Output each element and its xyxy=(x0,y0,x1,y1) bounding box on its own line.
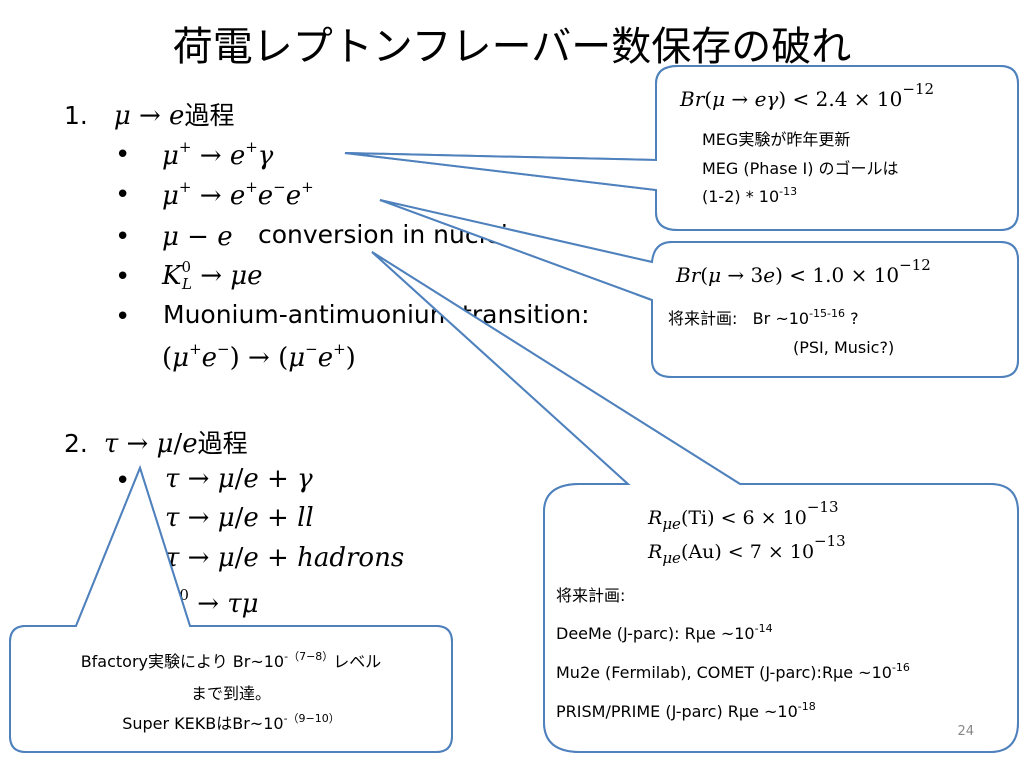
section2-number: 2. xyxy=(64,429,88,458)
section1-formula: μ → e xyxy=(113,101,185,131)
callout-top-line3: (1-2) * 10-13 xyxy=(702,185,798,206)
callout-top-line2: MEG (Phase I) のゴールは xyxy=(702,159,899,178)
bullet-dot: • xyxy=(115,466,131,496)
bullet-dot: • xyxy=(115,262,131,292)
callout-mid-plan: 将来計画: Br ~10-15-16 ? xyxy=(668,307,859,328)
callout-left-line1: Bfactory実験により Br~10-（7−8）レベル xyxy=(80,650,382,671)
bullet5-formula: (μ+e−) → (μ−e+) xyxy=(162,340,356,373)
section1-heading: 1. μ → e過程 xyxy=(64,96,234,132)
callout-right-plan-label: 将来計画: xyxy=(556,586,626,605)
callout-right-ti: Rμe(Ti) < 6 × 10−13 xyxy=(648,498,839,533)
tau-bullet1-formula: τ → μ/e + γ xyxy=(165,464,313,494)
tau-bullet3-formula: τ → μ/e + hadrons xyxy=(165,543,405,573)
callout-mid-limit: Br(μ → 3e) < 1.0 × 10−12 xyxy=(676,256,931,287)
bullet-dot: • xyxy=(115,302,131,332)
bullet4-formula: K0L → μe xyxy=(162,258,263,293)
bullet-dot: • xyxy=(115,140,131,170)
section1-process: 過程 xyxy=(184,101,235,130)
bullet-dot: • xyxy=(115,180,131,210)
bullet3-formula: μ − e xyxy=(162,222,233,252)
tau-bullet4-formula: τ0 → τμ xyxy=(165,586,259,619)
callout-right-line3: PRISM/PRIME (J-parc) Rμe ~10-18 xyxy=(556,700,816,721)
bullet-dot: • xyxy=(115,222,131,252)
callout-left-line3: Super KEKBはBr~10-（9−10） xyxy=(122,712,340,733)
tau-bullet3-suffix: hadrons xyxy=(297,543,405,573)
callout-right-au: Rμe(Au) < 7 × 10−13 xyxy=(648,532,846,567)
callout-top-line1: MEG実験が昨年更新 xyxy=(702,130,851,149)
callout-mid-plan-line2: (PSI, Music?) xyxy=(793,338,895,357)
callout-left-line2: まで到達。 xyxy=(190,684,271,703)
bullet1-formula: μ+ → e+γ xyxy=(162,138,274,171)
section2-process: 過程 xyxy=(197,429,248,458)
section2-heading: 2. τ → μ/e過程 xyxy=(64,424,248,460)
section2-formula: τ → μ/e xyxy=(103,429,198,459)
bullet-dot: • xyxy=(115,506,131,536)
bullet3-text: conversion in nuclei xyxy=(258,220,508,249)
callout-right-line1: DeeMe (J-parc): Rμe ~10-14 xyxy=(556,622,773,643)
bullet5-text: Muonium-antimuonium transition: xyxy=(163,300,590,329)
bullet2-formula: μ+ → e+e−e+ xyxy=(162,178,314,211)
slide-title: 荷電レプトンフレーバー数保存の破れ xyxy=(172,24,852,70)
page-number: 24 xyxy=(957,724,974,739)
callout-right-line2: Mu2e (Fermilab), COMET (J-parc):Rμe ~10-… xyxy=(556,661,910,682)
tau-bullet2-formula: τ → μ/e + ll xyxy=(165,503,314,533)
callout-top-limit: Br(μ → eγ) < 2.4 × 10−12 xyxy=(680,80,935,111)
section1-number: 1. xyxy=(64,101,88,130)
